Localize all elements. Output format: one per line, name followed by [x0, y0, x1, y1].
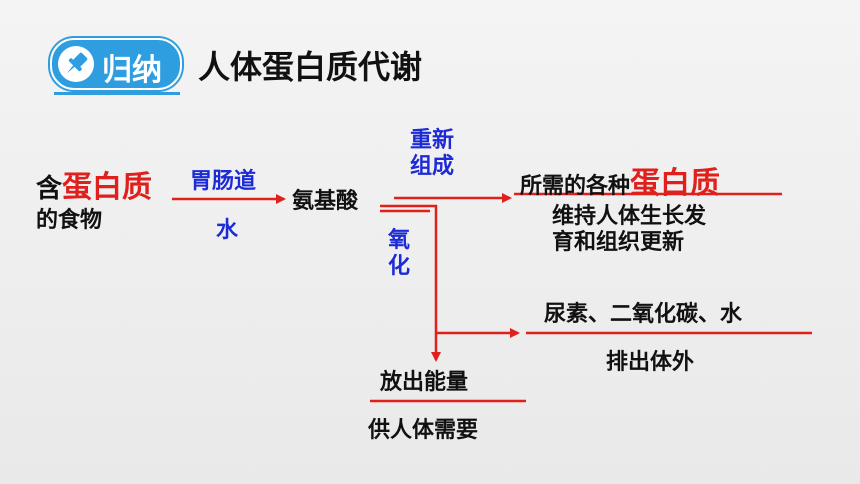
badge-underline [54, 92, 180, 95]
label-digestive-tract: 胃肠道 [190, 169, 257, 194]
waste-fate: 排出体外 [606, 350, 695, 375]
node-waste-products: 尿素、二氧化碳、水 [544, 302, 743, 327]
label-oxidation-line2: 化 [388, 254, 411, 280]
label-resynthesis-line2: 组成 [410, 154, 455, 180]
label-resynthesis: 重新 组成 [410, 128, 454, 181]
purpose-growth-line2: 育和组织更新 [552, 230, 685, 256]
label-water: 水 [216, 218, 239, 243]
required-proteins-highlight: 蛋白质 [630, 166, 721, 201]
energy-use: 供人体需要 [368, 418, 479, 443]
node-release-energy: 放出能量 [380, 370, 469, 395]
source-food-line2: 的食物 [36, 208, 103, 233]
source-prefix: 含 [36, 174, 63, 204]
label-resynthesis-line1: 重新 [410, 128, 455, 153]
purpose-growth: 维持人体生长发 育和组织更新 [552, 204, 706, 257]
node-amino-acid: 氨基酸 [292, 189, 359, 214]
purpose-growth-line1: 维持人体生长发 [552, 204, 707, 229]
source-protein-highlight: 蛋白质 [62, 170, 153, 205]
pushpin-icon [58, 46, 94, 82]
label-oxidation-line1: 氧 [388, 228, 411, 253]
node-required-proteins: 所需的各种蛋白质 [520, 158, 720, 202]
source-food-line1: 含蛋白质 [36, 162, 152, 206]
badge-label: 归纳 [102, 53, 162, 88]
line-oxidation-branch [380, 204, 441, 362]
page-title: 人体蛋白质代谢 [198, 48, 423, 86]
required-proteins-prefix: 所需的各种 [520, 174, 631, 199]
summary-badge: 归纳 [50, 38, 182, 90]
label-oxidation: 氧 化 [388, 228, 410, 281]
